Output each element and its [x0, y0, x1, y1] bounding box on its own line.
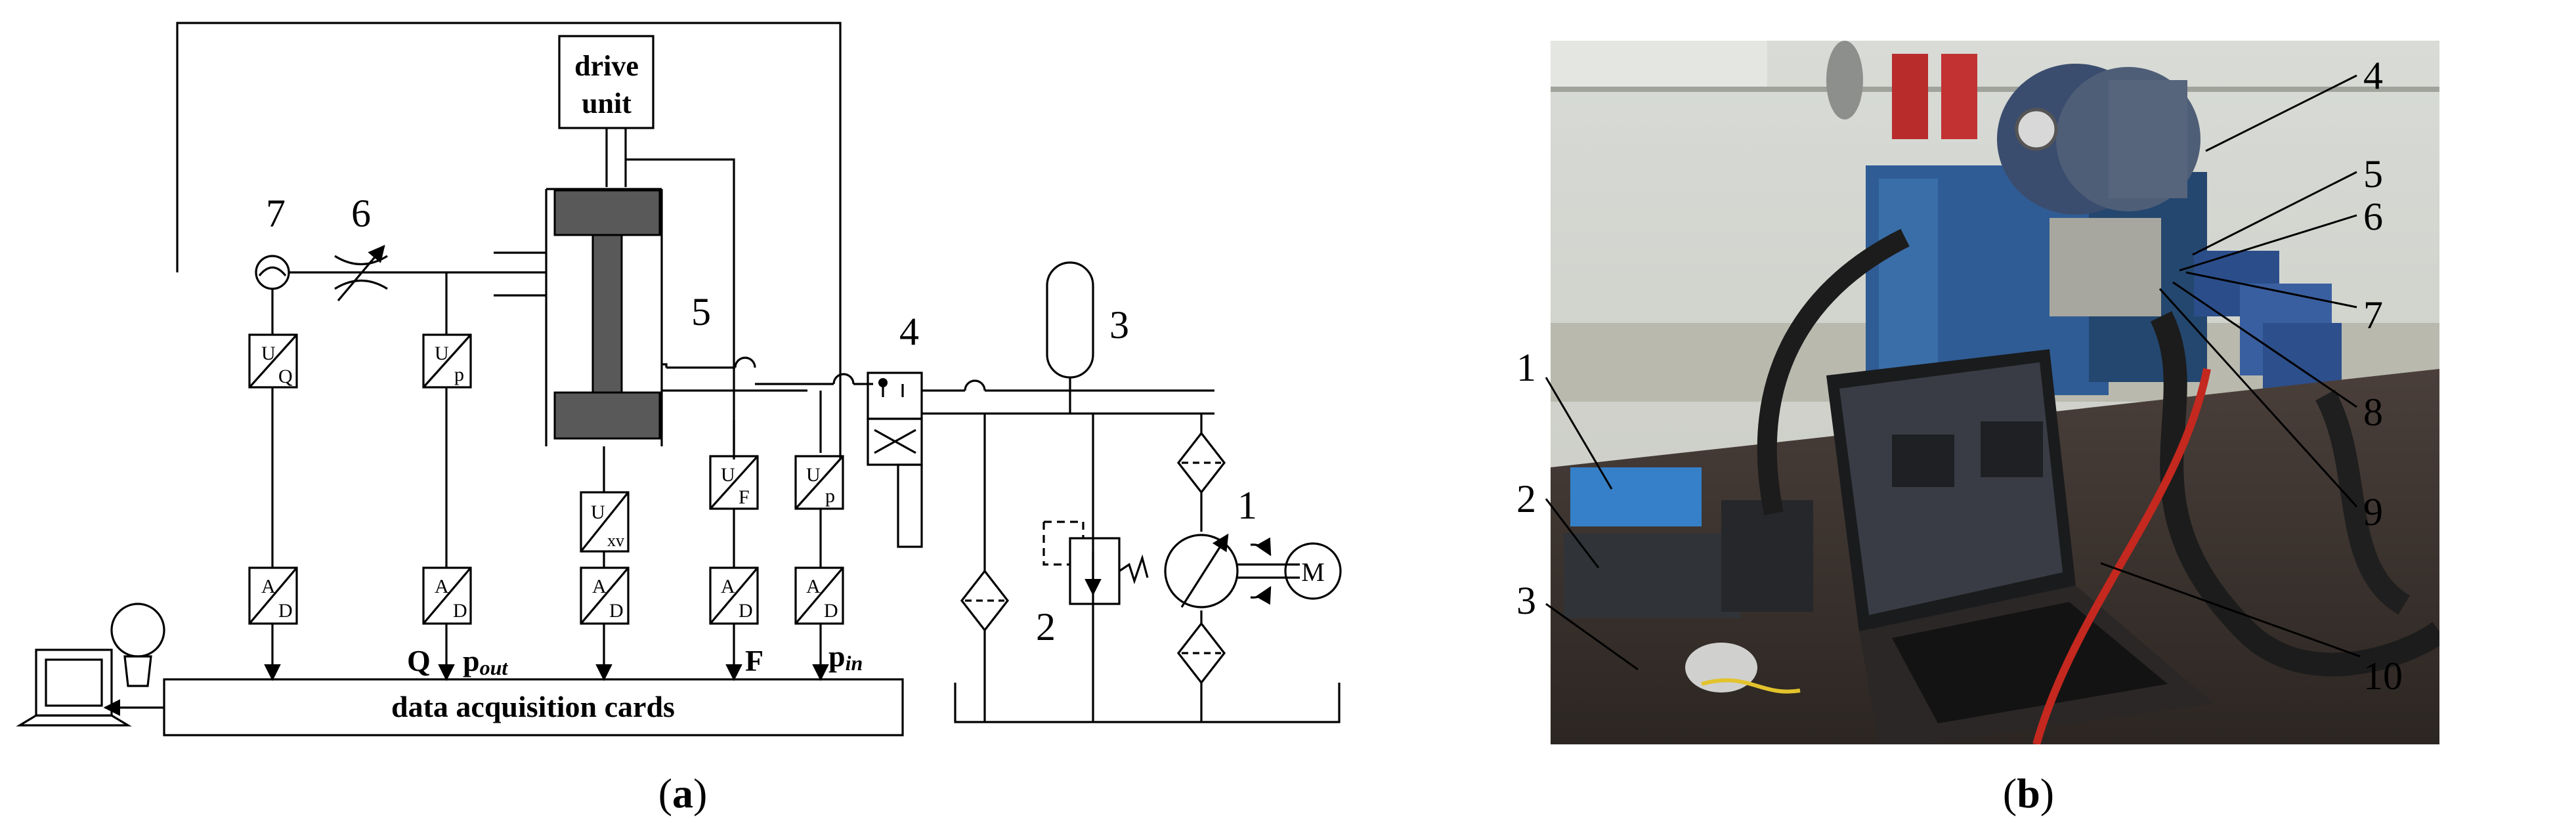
- ad-bot-1: D: [278, 600, 293, 622]
- caption-b: (b): [2003, 770, 2054, 817]
- motor-label: M: [1301, 557, 1325, 587]
- drive-unit-label-1: drive: [574, 50, 639, 82]
- up1-bot: p: [454, 364, 464, 385]
- ad-bot-3: D: [609, 600, 624, 622]
- caption-a: (a): [658, 770, 708, 817]
- label-4: 4: [899, 310, 919, 353]
- uf-top: U: [721, 464, 735, 486]
- photo-label-9: 9: [2363, 490, 2383, 534]
- photo-label-5: 5: [2363, 152, 2383, 196]
- up2-bot: p: [825, 485, 835, 507]
- label-2: 2: [1036, 605, 1056, 649]
- ad-top-3: A: [592, 576, 607, 597]
- signal-f: F: [745, 644, 763, 677]
- uq-bot: Q: [278, 366, 293, 387]
- uq-top: U: [261, 343, 276, 364]
- hydraulic-schematic: drive unit 7 6 5 4 3 2 1 U Q U p U xv U …: [16, 22, 1342, 817]
- uxv-top: U: [591, 501, 605, 523]
- piston-top: [553, 189, 661, 236]
- photo-label-7: 7: [2363, 293, 2383, 337]
- photo-label-4: 4: [2363, 54, 2383, 97]
- signal-q: Q: [407, 644, 431, 677]
- photo-label-6: 6: [2363, 195, 2383, 238]
- ad-top-2: A: [435, 576, 449, 597]
- daq-label: data acquisition cards: [391, 690, 675, 723]
- photo-label-10: 10: [2363, 654, 2403, 698]
- photo-label-1: 1: [1516, 346, 1536, 389]
- ad-bot-5: D: [824, 600, 838, 622]
- uxv-bot: xv: [607, 531, 624, 550]
- ad-top-4: A: [721, 576, 735, 597]
- photo-label-8: 8: [2363, 391, 2383, 434]
- up2-top: U: [806, 464, 821, 486]
- label-7: 7: [266, 192, 286, 235]
- ad-top-5: A: [806, 576, 821, 597]
- signal-p-in: pin: [828, 639, 863, 675]
- signal-p-out: pout: [463, 644, 508, 679]
- piston-bottom: [553, 391, 661, 440]
- up1-top: U: [435, 343, 449, 364]
- ad-bot-2: D: [453, 600, 467, 622]
- ad-top-1: A: [261, 576, 276, 597]
- label-1: 1: [1237, 484, 1257, 527]
- uf-bot: F: [739, 486, 750, 508]
- photo-label-2: 2: [1516, 477, 1536, 521]
- photo-label-3: 3: [1516, 579, 1536, 622]
- label-6: 6: [351, 192, 371, 235]
- drive-unit-label-2: unit: [582, 87, 632, 119]
- photo-annotations: 4 5 6 7 8 9 10 1 2 3 (b): [1516, 54, 2403, 817]
- piston-rod: [591, 234, 623, 394]
- label-3: 3: [1109, 303, 1129, 347]
- label-5: 5: [691, 290, 711, 333]
- ad-bot-4: D: [739, 600, 753, 622]
- test-rig-photo: [1551, 41, 2439, 744]
